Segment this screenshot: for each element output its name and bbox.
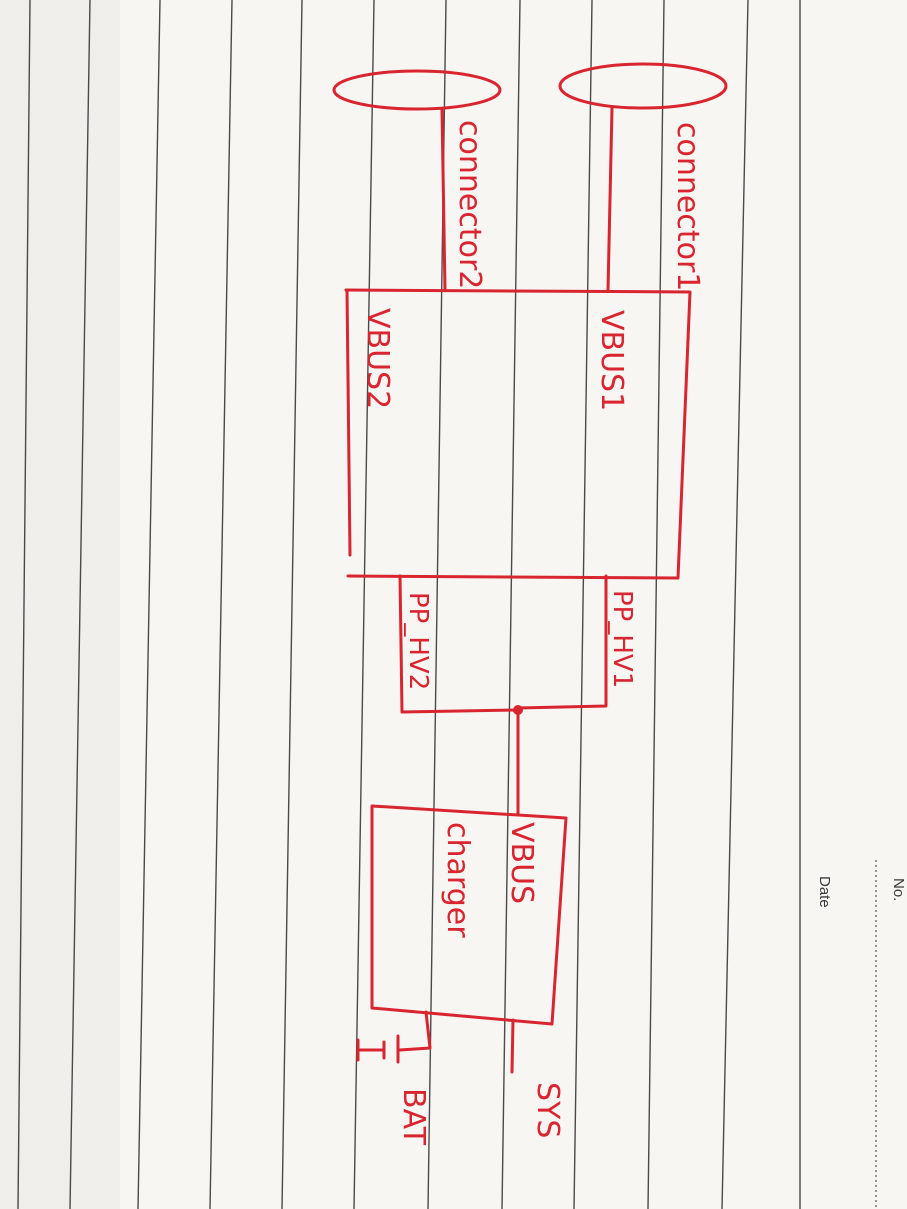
vbus1-label: VBUS1 bbox=[594, 310, 629, 411]
connector1-label: connector1 bbox=[670, 122, 705, 291]
pp-hv2-path bbox=[398, 574, 520, 714]
pp-hv2-label: PP_HV2 bbox=[403, 592, 433, 690]
charger-label: charger bbox=[440, 822, 475, 938]
paper-shadow bbox=[0, 0, 120, 1209]
no-label: No. bbox=[890, 878, 907, 901]
switch-box bbox=[344, 288, 692, 580]
date-label: Date bbox=[816, 876, 833, 908]
bat-wire bbox=[398, 1010, 432, 1052]
ruled-line bbox=[721, 0, 749, 1209]
ruled-line bbox=[137, 0, 161, 1209]
ruled-line bbox=[501, 0, 521, 1209]
pp-hv1-label: PP_HV1 bbox=[607, 590, 637, 688]
junction-dot bbox=[513, 705, 523, 715]
connector1-shape bbox=[558, 62, 728, 110]
ruled-lines bbox=[17, 0, 749, 1209]
ruled-line bbox=[209, 0, 233, 1209]
circuit-diagram bbox=[332, 62, 728, 1074]
ruled-line bbox=[17, 0, 31, 1209]
ruled-line bbox=[573, 0, 593, 1209]
connector2-label: connector2 bbox=[452, 120, 487, 289]
switch-box-left-edge bbox=[345, 288, 352, 557]
ruled-line bbox=[281, 0, 303, 1209]
sys-wire bbox=[510, 1018, 515, 1074]
connector2-wire bbox=[440, 108, 447, 292]
ruled-line bbox=[69, 0, 91, 1209]
sys-label: SYS bbox=[530, 1082, 565, 1138]
connector2-shape bbox=[332, 69, 502, 111]
connector1-wire bbox=[606, 106, 614, 292]
charger-box bbox=[370, 804, 568, 1026]
page-header: No. Date bbox=[799, 0, 907, 1209]
ruled-line bbox=[353, 0, 375, 1209]
vbus2-label: VBUS2 bbox=[360, 308, 395, 409]
pp-hv1-path bbox=[516, 574, 608, 710]
diagram-labels: connector1 connector2 VBUS1 VBUS2 PP_HV1… bbox=[360, 120, 705, 1146]
ruled-line bbox=[647, 0, 665, 1209]
charger-vbus-label: VBUS bbox=[504, 822, 539, 904]
bat-label: BAT bbox=[396, 1088, 431, 1146]
